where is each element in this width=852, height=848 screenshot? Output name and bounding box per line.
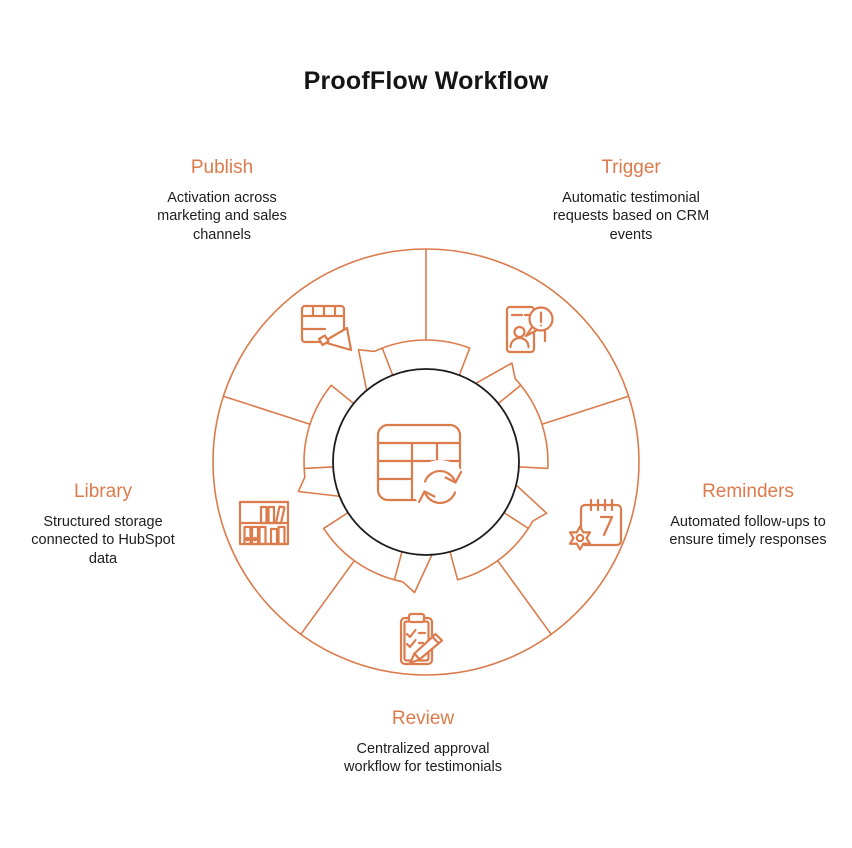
calendar-gear-icon [568, 498, 623, 551]
step-description-trigger: Automatic testimonial requests based on … [552, 190, 710, 243]
step-library: Library Structured storage connected to … [0, 481, 208, 568]
inner-ring-shape [322, 500, 409, 581]
step-description-library: Structured storage connected to HubSpot … [31, 514, 175, 567]
step-label-library: Library [73, 481, 133, 502]
inner-ring [222, 248, 630, 636]
step-label-publish: Publish [190, 157, 254, 178]
step-description-publish: Activation across marketing and sales ch… [157, 190, 287, 243]
person-alert-icon [505, 305, 554, 354]
step-label-trigger: Trigger [601, 157, 661, 178]
step-review: Review Centralized approval workflow for… [313, 708, 533, 777]
table-sync-icon [376, 423, 467, 514]
step-publish: Publish Activation across marketing and … [112, 157, 332, 244]
inner-ring-shape [443, 500, 530, 581]
inner-ring-shape [222, 395, 311, 426]
page-title: ProofFlow Workflow [303, 66, 549, 95]
inner-ring-shape [300, 559, 356, 636]
inner-ring-shape [381, 339, 471, 396]
inner-ring-shape [496, 559, 552, 636]
inner-ring-shape [541, 395, 630, 426]
inner-ring-shape [357, 347, 384, 402]
board-megaphone-icon [300, 304, 353, 352]
step-trigger: Trigger Automatic testimonial requests b… [521, 157, 741, 244]
step-label-review: Review [391, 708, 455, 729]
sync-occluder [413, 460, 467, 514]
step-description-reminders: Automated follow-ups to ensure timely re… [669, 514, 827, 549]
bookshelf-icon [238, 500, 290, 546]
step-description-review: Centralized approval workflow for testim… [344, 741, 502, 776]
clipboard-pencil-icon [399, 612, 444, 666]
inner-ring-shape [481, 384, 549, 470]
step-reminders: Reminders Automated follow-ups to ensure… [643, 481, 852, 550]
step-label-reminders: Reminders [702, 481, 794, 502]
inner-ring-shape [303, 384, 371, 470]
